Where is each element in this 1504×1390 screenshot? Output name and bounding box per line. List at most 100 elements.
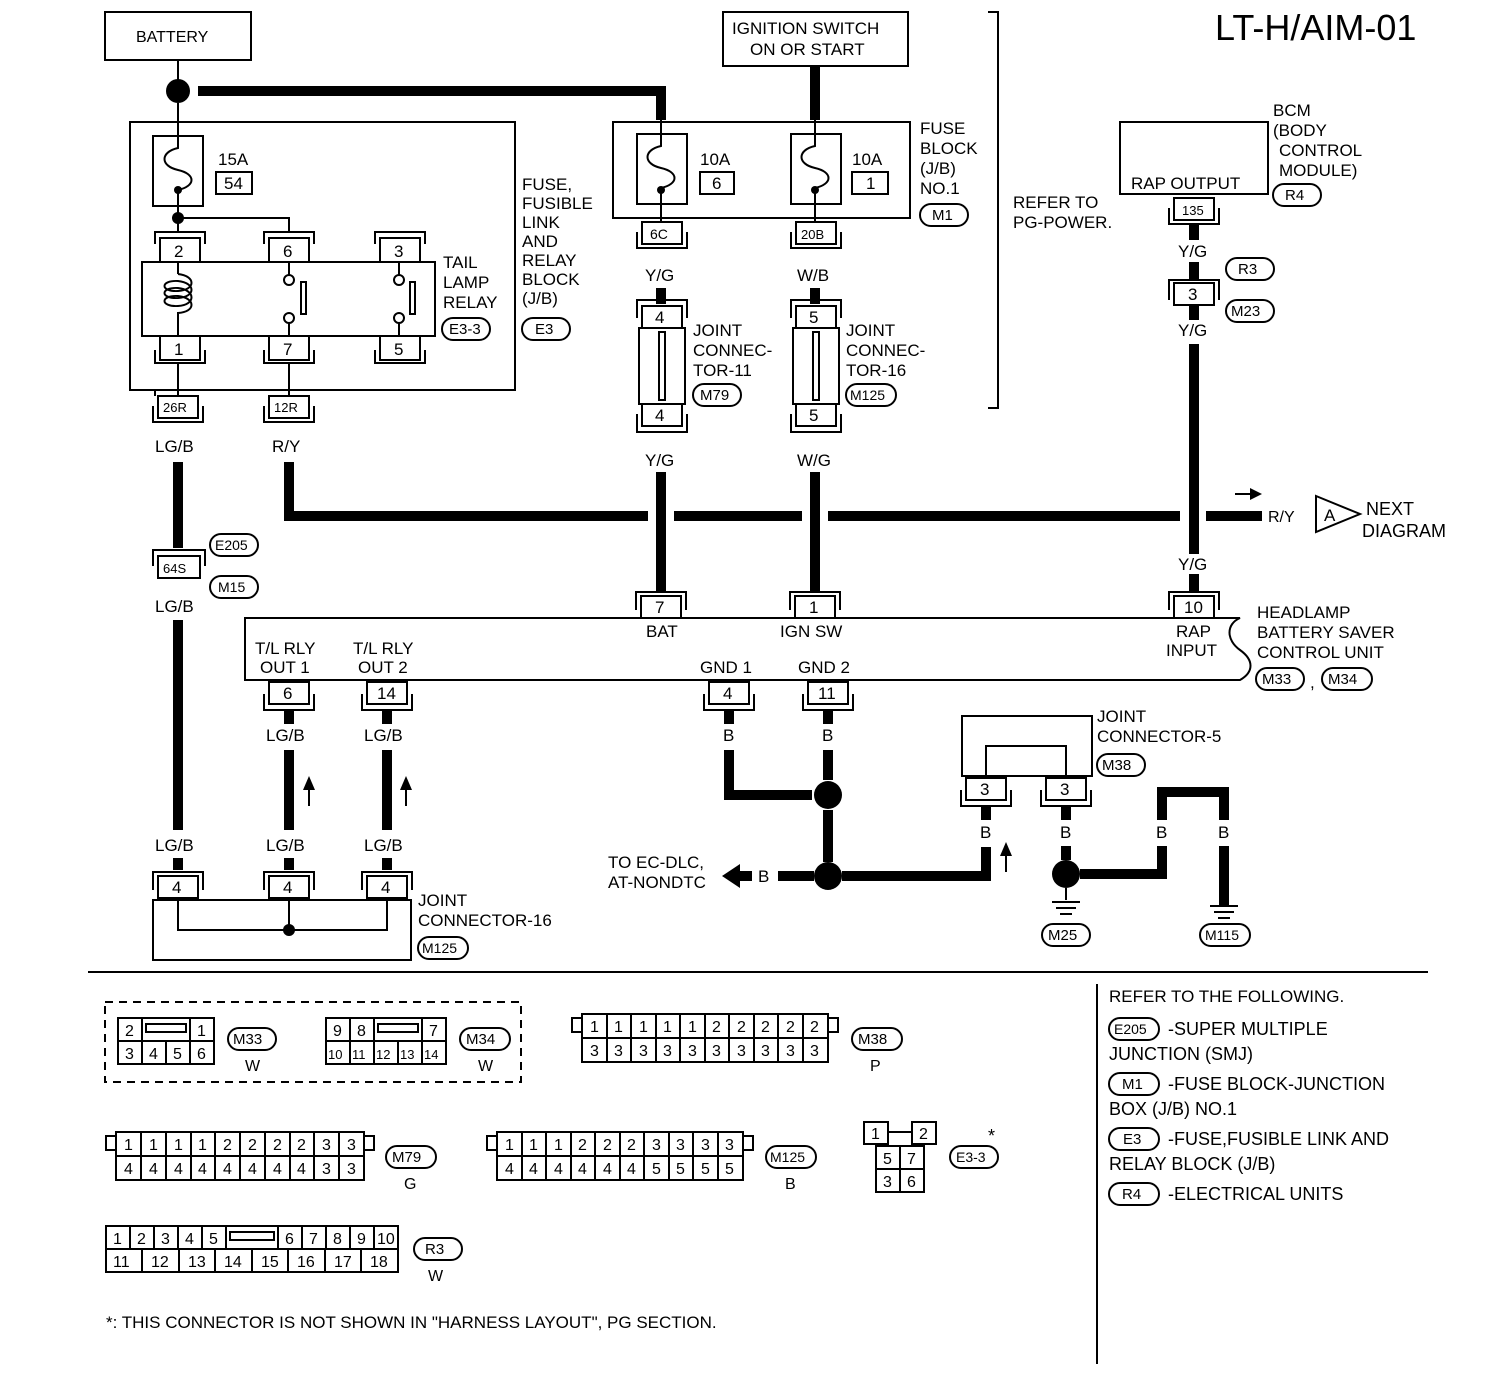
- relay-pin-top-2: 2: [154, 231, 206, 263]
- fuse-block-3: (J/B): [920, 159, 956, 178]
- svg-text:1: 1: [505, 1137, 514, 1154]
- unit-pin-11: 11: [818, 684, 836, 703]
- svg-text:W: W: [428, 1268, 444, 1285]
- svg-text:B: B: [785, 1176, 796, 1193]
- svg-text:3: 3: [712, 1043, 721, 1060]
- svg-text:4: 4: [578, 1161, 587, 1178]
- svg-text:E3: E3: [1123, 1131, 1141, 1148]
- conn-e3: E3: [535, 321, 553, 338]
- unit-rap-1: RAP: [1176, 622, 1211, 641]
- unit-pin-14: 14: [377, 684, 396, 703]
- svg-text:2: 2: [603, 1137, 612, 1154]
- joint-connector-16: [792, 327, 840, 405]
- pin-64s: 64S: [163, 561, 186, 576]
- unit-tl-1a: T/L RLY: [255, 639, 315, 658]
- connector-face-m125: 1 1 1 2 2 2 3 3 3 3 4 4 4 4 4 4 5 5 5 5 …: [486, 1131, 817, 1193]
- svg-text:3: 3: [652, 1137, 661, 1154]
- svg-text:4: 4: [529, 1161, 538, 1178]
- conn-m38-a: M38: [1102, 757, 1131, 774]
- ignition-line1: IGNITION SWITCH: [732, 19, 879, 38]
- fuse-link-block-5: RELAY: [522, 251, 577, 270]
- next-diagram-1: NEXT: [1366, 499, 1414, 519]
- fuse-15a-num: 54: [224, 174, 243, 193]
- relay-pin-bottom-5: 5: [374, 335, 426, 364]
- svg-text:5: 5: [209, 1231, 218, 1248]
- relay-label-2: LAMP: [443, 273, 489, 292]
- svg-text:1: 1: [197, 1023, 206, 1040]
- svg-text:1: 1: [149, 1137, 158, 1154]
- svg-text:R3: R3: [425, 1241, 444, 1258]
- jc5-2: CONNECTOR-5: [1097, 727, 1221, 746]
- svg-text:BOX (J/B) NO.1: BOX (J/B) NO.1: [1109, 1099, 1237, 1119]
- svg-text:2: 2: [297, 1137, 306, 1154]
- svg-text:3: 3: [810, 1043, 819, 1060]
- svg-text:10: 10: [377, 1231, 395, 1248]
- conn-m23: M23: [1231, 303, 1260, 320]
- svg-text:14: 14: [424, 1047, 438, 1062]
- svg-text:2: 2: [137, 1231, 146, 1248]
- bcm-4: MODULE): [1279, 161, 1357, 180]
- jc16b-1: JOINT: [418, 891, 467, 910]
- svg-text:M1: M1: [1122, 1076, 1143, 1093]
- refer-pg-1: REFER TO: [1013, 193, 1098, 212]
- svg-text:JUNCTION (SMJ): JUNCTION (SMJ): [1109, 1044, 1253, 1064]
- jc16b-2: CONNECTOR-16: [418, 911, 552, 930]
- svg-text:W: W: [245, 1058, 261, 1075]
- conn-r3-a: R3: [1238, 261, 1257, 278]
- svg-text:2: 2: [125, 1023, 134, 1040]
- relay-pin-bottom-7: 7: [263, 335, 315, 364]
- svg-text:6: 6: [283, 242, 292, 261]
- jc16-pin-2: 4: [283, 878, 292, 897]
- svg-text:5: 5: [676, 1161, 685, 1178]
- fuse-link-block-7: (J/B): [522, 289, 558, 308]
- fuse-link-block-2: FUSIBLE: [522, 194, 593, 213]
- unit-tl-2a: T/L RLY: [353, 639, 413, 658]
- jc5-pin-1: 3: [980, 780, 989, 799]
- joint16-1: JOINT: [846, 321, 895, 340]
- ground-splice-2: [814, 862, 842, 890]
- svg-text:4: 4: [198, 1161, 207, 1178]
- refer-pg-2: PG-POWER.: [1013, 213, 1112, 232]
- svg-text:16: 16: [297, 1254, 315, 1271]
- svg-text:1: 1: [174, 1137, 183, 1154]
- fuse-15a-amp: 15A: [218, 150, 249, 169]
- connector-face-m34: 9 8 7 10 11 12 13 14 M34 W: [325, 1017, 511, 1075]
- svg-text:7: 7: [309, 1231, 318, 1248]
- unit-tl-1b: OUT 1: [260, 658, 310, 677]
- connector-face-m33: 2 1 3 4 5 6 M33 W: [117, 1017, 277, 1075]
- svg-text:3: 3: [761, 1043, 770, 1060]
- rap-output: RAP OUTPUT: [1131, 174, 1240, 193]
- svg-text:2: 2: [273, 1137, 282, 1154]
- unit-gnd2: GND 2: [798, 658, 850, 677]
- wire-yg-3: Y/G: [1178, 242, 1207, 261]
- svg-text:3: 3: [347, 1137, 356, 1154]
- svg-text:E3-3: E3-3: [956, 1149, 986, 1165]
- svg-text:6: 6: [197, 1046, 206, 1063]
- pin-6c: 6C: [650, 226, 668, 242]
- unit-pin-10: 10: [1184, 598, 1203, 617]
- svg-text:2: 2: [578, 1137, 587, 1154]
- conn-m1: M1: [932, 207, 953, 224]
- svg-text:RELAY BLOCK (J/B): RELAY BLOCK (J/B): [1109, 1154, 1275, 1174]
- bcm-3: CONTROL: [1279, 141, 1362, 160]
- svg-text:-FUSE,FUSIBLE LINK AND: -FUSE,FUSIBLE LINK AND: [1168, 1129, 1389, 1149]
- wire-wg-1: W/G: [797, 451, 831, 470]
- to-ec-1: TO EC-DLC,: [608, 853, 704, 872]
- wire-b-5: B: [1060, 823, 1071, 842]
- svg-text:3: 3: [161, 1231, 170, 1248]
- svg-text:12: 12: [151, 1254, 169, 1271]
- fuse-block-2: BLOCK: [920, 139, 978, 158]
- svg-text:5: 5: [883, 1151, 892, 1168]
- unit-gnd1: GND 1: [700, 658, 752, 677]
- page-id: LT-H/AIM-01: [1215, 7, 1416, 48]
- legend-m1: M1 -FUSE BLOCK-JUNCTION BOX (J/B) NO.1: [1108, 1072, 1385, 1119]
- svg-text:5: 5: [394, 340, 403, 359]
- svg-text:2: 2: [627, 1137, 636, 1154]
- svg-text:3: 3: [725, 1137, 734, 1154]
- wire-yg-5: Y/G: [1178, 555, 1207, 574]
- headlamp-unit-1: HEADLAMP: [1257, 603, 1351, 622]
- wire-lgb-2: LG/B: [155, 597, 194, 616]
- svg-text:M115: M115: [1205, 927, 1239, 943]
- conn-e3-3: E3-3: [449, 321, 481, 338]
